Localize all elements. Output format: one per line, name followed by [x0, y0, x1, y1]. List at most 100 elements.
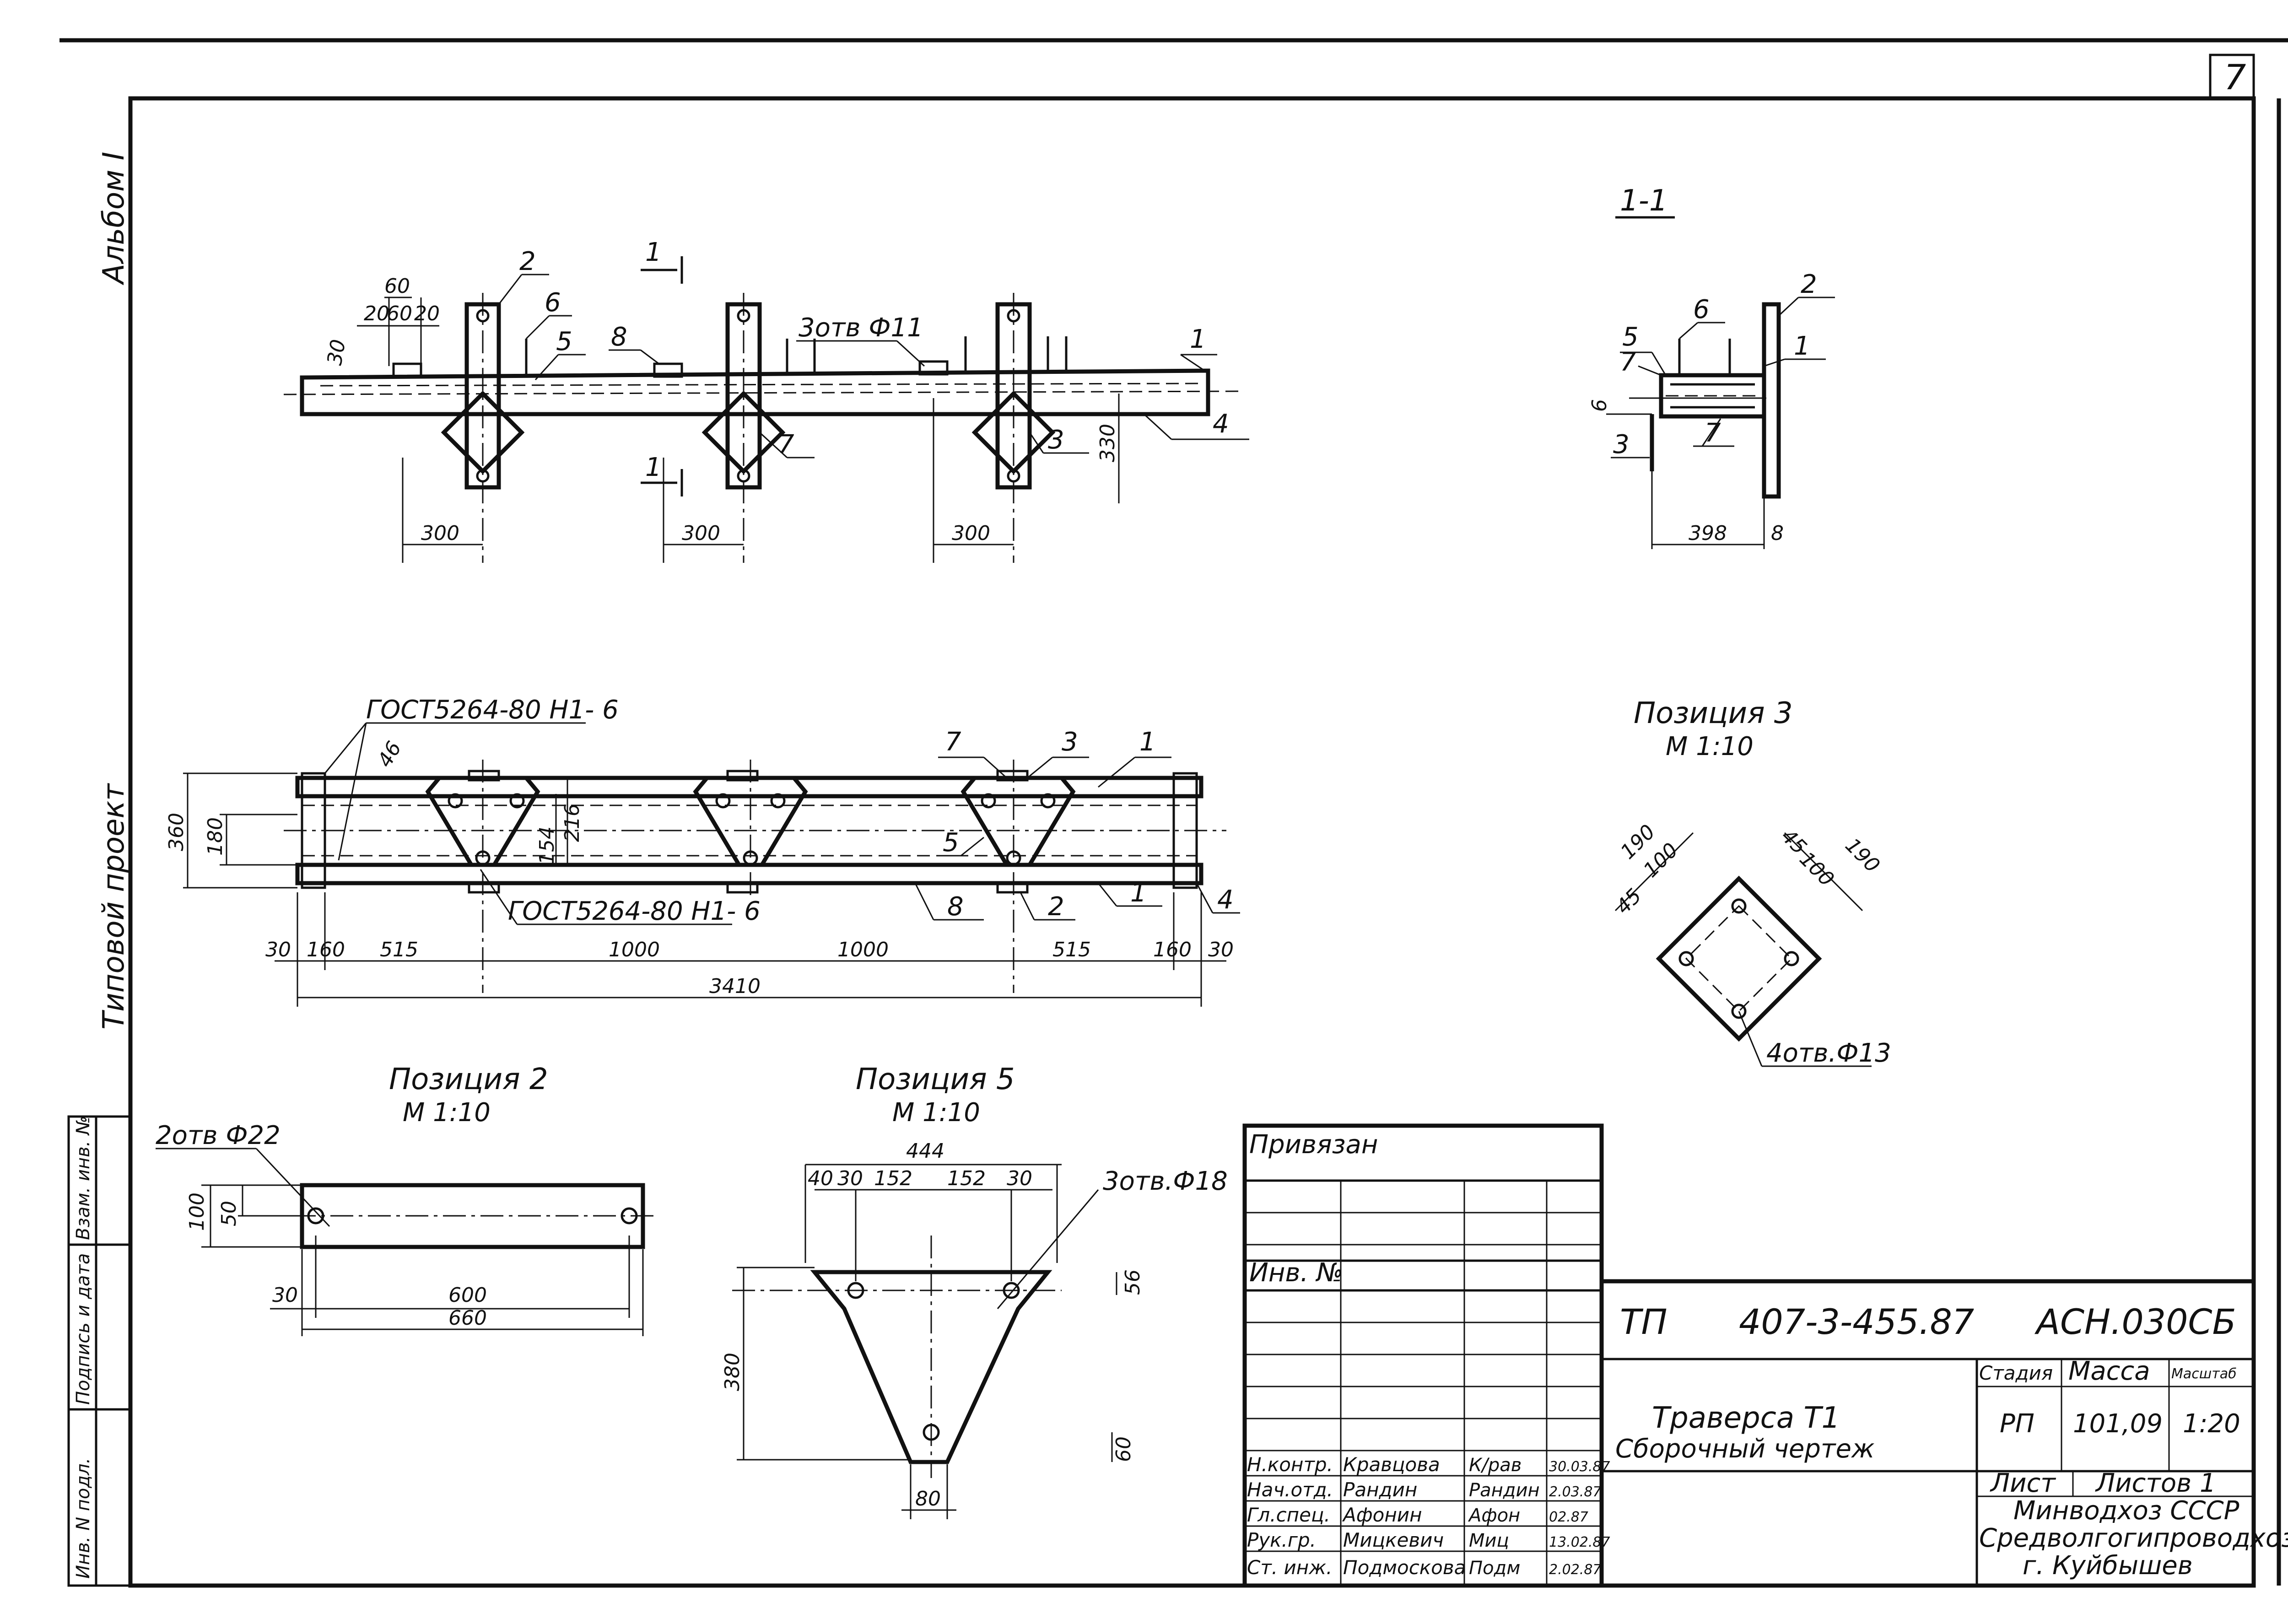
album-label: Альбом I: [97, 151, 131, 286]
section-1-1: 1-1 2 6 5 1 7 7 3 6: [1588, 184, 1835, 549]
dim-20a: 20: [364, 302, 389, 325]
signer-role-1: Нач.отд.: [1247, 1478, 1333, 1501]
pos5-dim-30b: 30: [1007, 1167, 1032, 1190]
sec-callout-2: 2: [1801, 270, 1817, 299]
pos5-dim-30a: 30: [837, 1167, 863, 1190]
signer-date-1: 2.03.87: [1549, 1484, 1602, 1500]
sec-callout-1: 1: [1794, 331, 1810, 361]
stamp-privyazan: Привязан: [1249, 1130, 1378, 1160]
plan-dim-515a: 515: [380, 938, 418, 961]
plan-callout-1-bottom: 1: [1130, 878, 1147, 908]
pos3-scale: М 1:10: [1666, 732, 1754, 761]
dim-30: 30: [323, 338, 351, 367]
plan-dim-515b: 515: [1052, 938, 1091, 961]
left-margin: Альбом I Типовой проект Взам. инв. № Под…: [67, 151, 132, 1587]
sec-callout-3: 3: [1613, 430, 1630, 459]
pos3-dim-190b: 190: [1840, 834, 1884, 877]
signer-sign-1: Рандин: [1469, 1480, 1540, 1501]
pos2-dim-30: 30: [272, 1284, 298, 1307]
plan-dim-160b: 160: [1153, 938, 1192, 961]
dim-300c: 300: [952, 522, 990, 545]
pos5-dim-380: 380: [721, 1353, 744, 1391]
signer-name-0: Кравцова: [1343, 1453, 1440, 1476]
sec-dim-8: 8: [1771, 522, 1784, 545]
plan-dim-216: 216: [561, 804, 584, 842]
podpis-data-label: Подпись и дата: [73, 1253, 94, 1405]
plan-callout-1-top: 1: [1139, 727, 1156, 757]
callout-5: 5: [556, 327, 572, 356]
signer-sign-2: Афон: [1468, 1505, 1520, 1526]
position-3-detail: Позиция 3 М 1:10 4отв.Ф13 190 45 100 190…: [1612, 696, 1891, 1068]
pos5-dim-80: 80: [915, 1487, 941, 1511]
main-view-dims: 60 20 60 20 30 330 300 300 300: [323, 275, 1120, 563]
section-title: 1-1: [1620, 184, 1668, 218]
stamp-header-scale: Масштаб: [2171, 1366, 2237, 1382]
pos2-holes: 2отв Ф22: [156, 1121, 281, 1150]
pos5-scale: М 1:10: [892, 1098, 980, 1128]
signer-sign-4: Подм: [1469, 1558, 1520, 1579]
plan-callout-2: 2: [1048, 892, 1064, 922]
plan-dim-160a: 160: [307, 938, 345, 961]
signer-name-3: Мицкевич: [1343, 1529, 1444, 1551]
stamp-sheets-label: Листов 1: [2095, 1468, 2216, 1498]
plan-dim-1000b: 1000: [837, 938, 889, 961]
pos2-dim-50: 50: [217, 1201, 241, 1226]
callout-2: 2: [519, 247, 536, 276]
title-block: Привязан Инв. № Н.контр. Кравцова К/рав …: [1242, 1123, 2288, 1588]
plan-dim-1000a: 1000: [609, 938, 660, 961]
stamp-value-scale: 1:20: [2183, 1409, 2240, 1439]
plan-callout-3: 3: [1062, 727, 1078, 757]
pos5-dim-444: 444: [906, 1139, 944, 1163]
stamp-value-mass: 101,09: [2073, 1409, 2163, 1439]
stamp-title-line1: Траверса Т1: [1652, 1401, 1840, 1435]
weld-note-bottom: ГОСТ5264-80 Н1- 6: [508, 896, 761, 926]
stamp-title-line2: Сборочный чертеж: [1615, 1434, 1874, 1464]
sec-dim-398: 398: [1689, 522, 1727, 545]
plan-callout-8: 8: [947, 892, 964, 922]
signer-name-4: Подмоскова: [1343, 1556, 1466, 1579]
plan-dim-30b: 30: [1208, 938, 1234, 961]
project-type-label: Типовой проект: [97, 783, 131, 1030]
plan-dim-360: 360: [165, 813, 188, 851]
dim-300b: 300: [682, 522, 720, 545]
dim-60-top: 60: [384, 275, 410, 298]
dim-60b: 60: [387, 302, 412, 325]
stamp-org-line1: Минводхоз СССР: [2013, 1496, 2239, 1526]
signer-name-2: Афонин: [1342, 1504, 1422, 1526]
page-number: 7: [2224, 57, 2246, 97]
stamp-org-line3: г. Куйбышев: [2023, 1551, 2193, 1581]
stamp-org-line2: Средволгогипроводхоз: [1979, 1523, 2288, 1553]
dim-300a: 300: [421, 522, 459, 545]
pos3-dim-100b: 100: [1795, 847, 1838, 891]
pos5-dim-152b: 152: [947, 1167, 986, 1190]
plan-view: ГОСТ5264-80 Н1- 6 ГОСТ5264-80 Н1- 6 7 3 …: [165, 695, 1240, 1007]
stamp-header-stage: Стадия: [1979, 1362, 2053, 1384]
plan-callout-4: 4: [1217, 885, 1234, 915]
holes-note: 3отв Ф11: [799, 313, 923, 343]
pos2-dim-100: 100: [185, 1192, 209, 1231]
pos5-dim-56: 56: [1121, 1269, 1144, 1295]
signer-sign-0: К/рав: [1469, 1455, 1522, 1476]
sec-dim-6: 6: [1588, 399, 1611, 412]
signer-date-2: 02.87: [1549, 1509, 1588, 1525]
section-marker-top: 1: [645, 237, 662, 267]
stamp-header-mass: Масса: [2068, 1356, 2150, 1386]
sec-callout-7a: 7: [1620, 347, 1636, 377]
dim-20b: 20: [414, 302, 440, 325]
sec-callout-5: 5: [1622, 322, 1639, 352]
plan-callout-5: 5: [943, 828, 959, 858]
signers-table: Н.контр. Кравцова К/рав 30.03.87 Нач.отд…: [1245, 1453, 1610, 1579]
pos2-dim-660: 660: [448, 1306, 487, 1330]
sec-callout-7b: 7: [1705, 418, 1721, 448]
stamp-value-stage: РП: [2000, 1409, 2034, 1439]
callout-4: 4: [1213, 409, 1229, 439]
plan-dim-46: 46: [373, 738, 406, 772]
inv-podl-label: Инв. N подл.: [73, 1458, 94, 1579]
vzam-inv-label: Взам. инв. №: [73, 1116, 94, 1240]
pos5-dim-152a: 152: [874, 1167, 912, 1190]
pos3-title: Позиция 3: [1634, 696, 1793, 730]
sec-callout-6: 6: [1693, 295, 1710, 324]
plan-callout-7: 7: [945, 727, 961, 757]
weld-note-top: ГОСТ5264-80 Н1- 6: [366, 695, 619, 725]
